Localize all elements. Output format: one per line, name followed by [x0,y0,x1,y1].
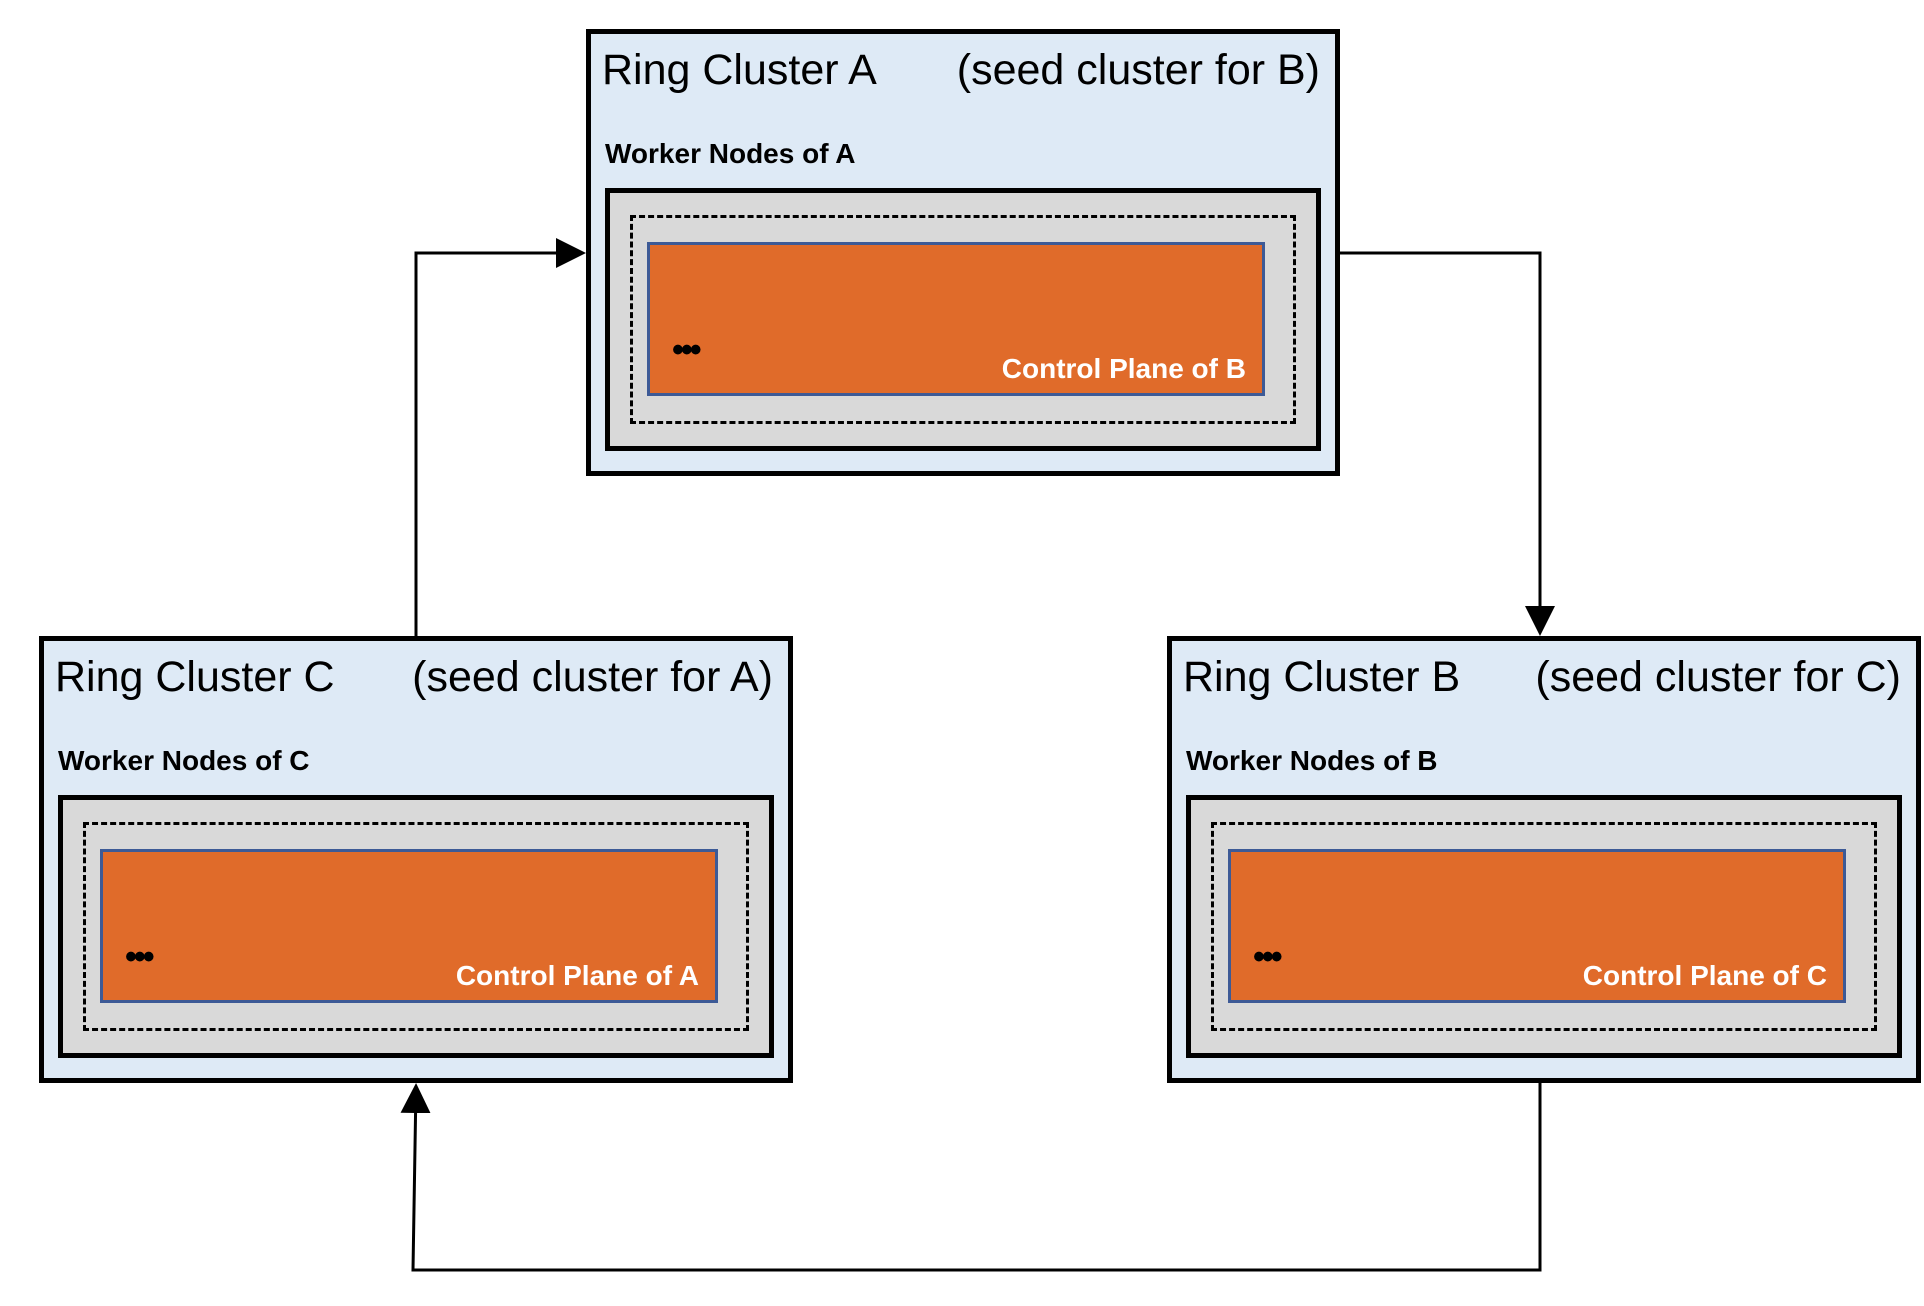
arrow-c-to-a [414,238,586,636]
ellipsis-icon: ••• [672,331,702,369]
ellipsis-icon: ••• [1253,938,1283,976]
worker-nodes-b-box: ••• Control Plane of C [1186,795,1902,1058]
control-plane-c-box: ••• Control Plane of C [1228,849,1846,1003]
cluster-c-title: Ring Cluster C [55,653,335,701]
control-plane-a-box: ••• Control Plane of A [100,849,718,1003]
arrow-b-to-c [400,1083,1542,1272]
worker-nodes-b-label: Worker Nodes of B [1186,745,1438,776]
control-plane-b-label: Control Plane of B [1001,353,1246,384]
cluster-a-seed-note: (seed cluster for B) [956,46,1320,94]
cluster-b-seed-note: (seed cluster for C) [1535,653,1901,701]
ring-cluster-a: Ring Cluster A (seed cluster for B) Work… [586,29,1340,476]
worker-nodes-c-label: Worker Nodes of C [58,745,310,776]
ring-cluster-c: Ring Cluster C (seed cluster for A) Work… [39,636,793,1083]
worker-nodes-c-dashed-region: ••• Control Plane of A [83,822,749,1031]
cluster-c-seed-note: (seed cluster for A) [412,653,773,701]
worker-nodes-a-box: ••• Control Plane of B [605,188,1321,451]
worker-nodes-b-dashed-region: ••• Control Plane of C [1211,822,1877,1031]
arrow-a-to-b [1340,251,1555,636]
worker-nodes-a-dashed-region: ••• Control Plane of B [630,215,1296,424]
control-plane-a-label: Control Plane of A [455,960,699,991]
cluster-a-title: Ring Cluster A [602,46,877,94]
ring-cluster-b: Ring Cluster B (seed cluster for C) Work… [1167,636,1921,1083]
cluster-b-title: Ring Cluster B [1183,653,1461,701]
control-plane-b-box: ••• Control Plane of B [647,242,1265,396]
worker-nodes-a-label: Worker Nodes of A [605,138,856,169]
control-plane-c-label: Control Plane of C [1582,960,1827,991]
worker-nodes-c-box: ••• Control Plane of A [58,795,774,1058]
ellipsis-icon: ••• [125,938,155,976]
